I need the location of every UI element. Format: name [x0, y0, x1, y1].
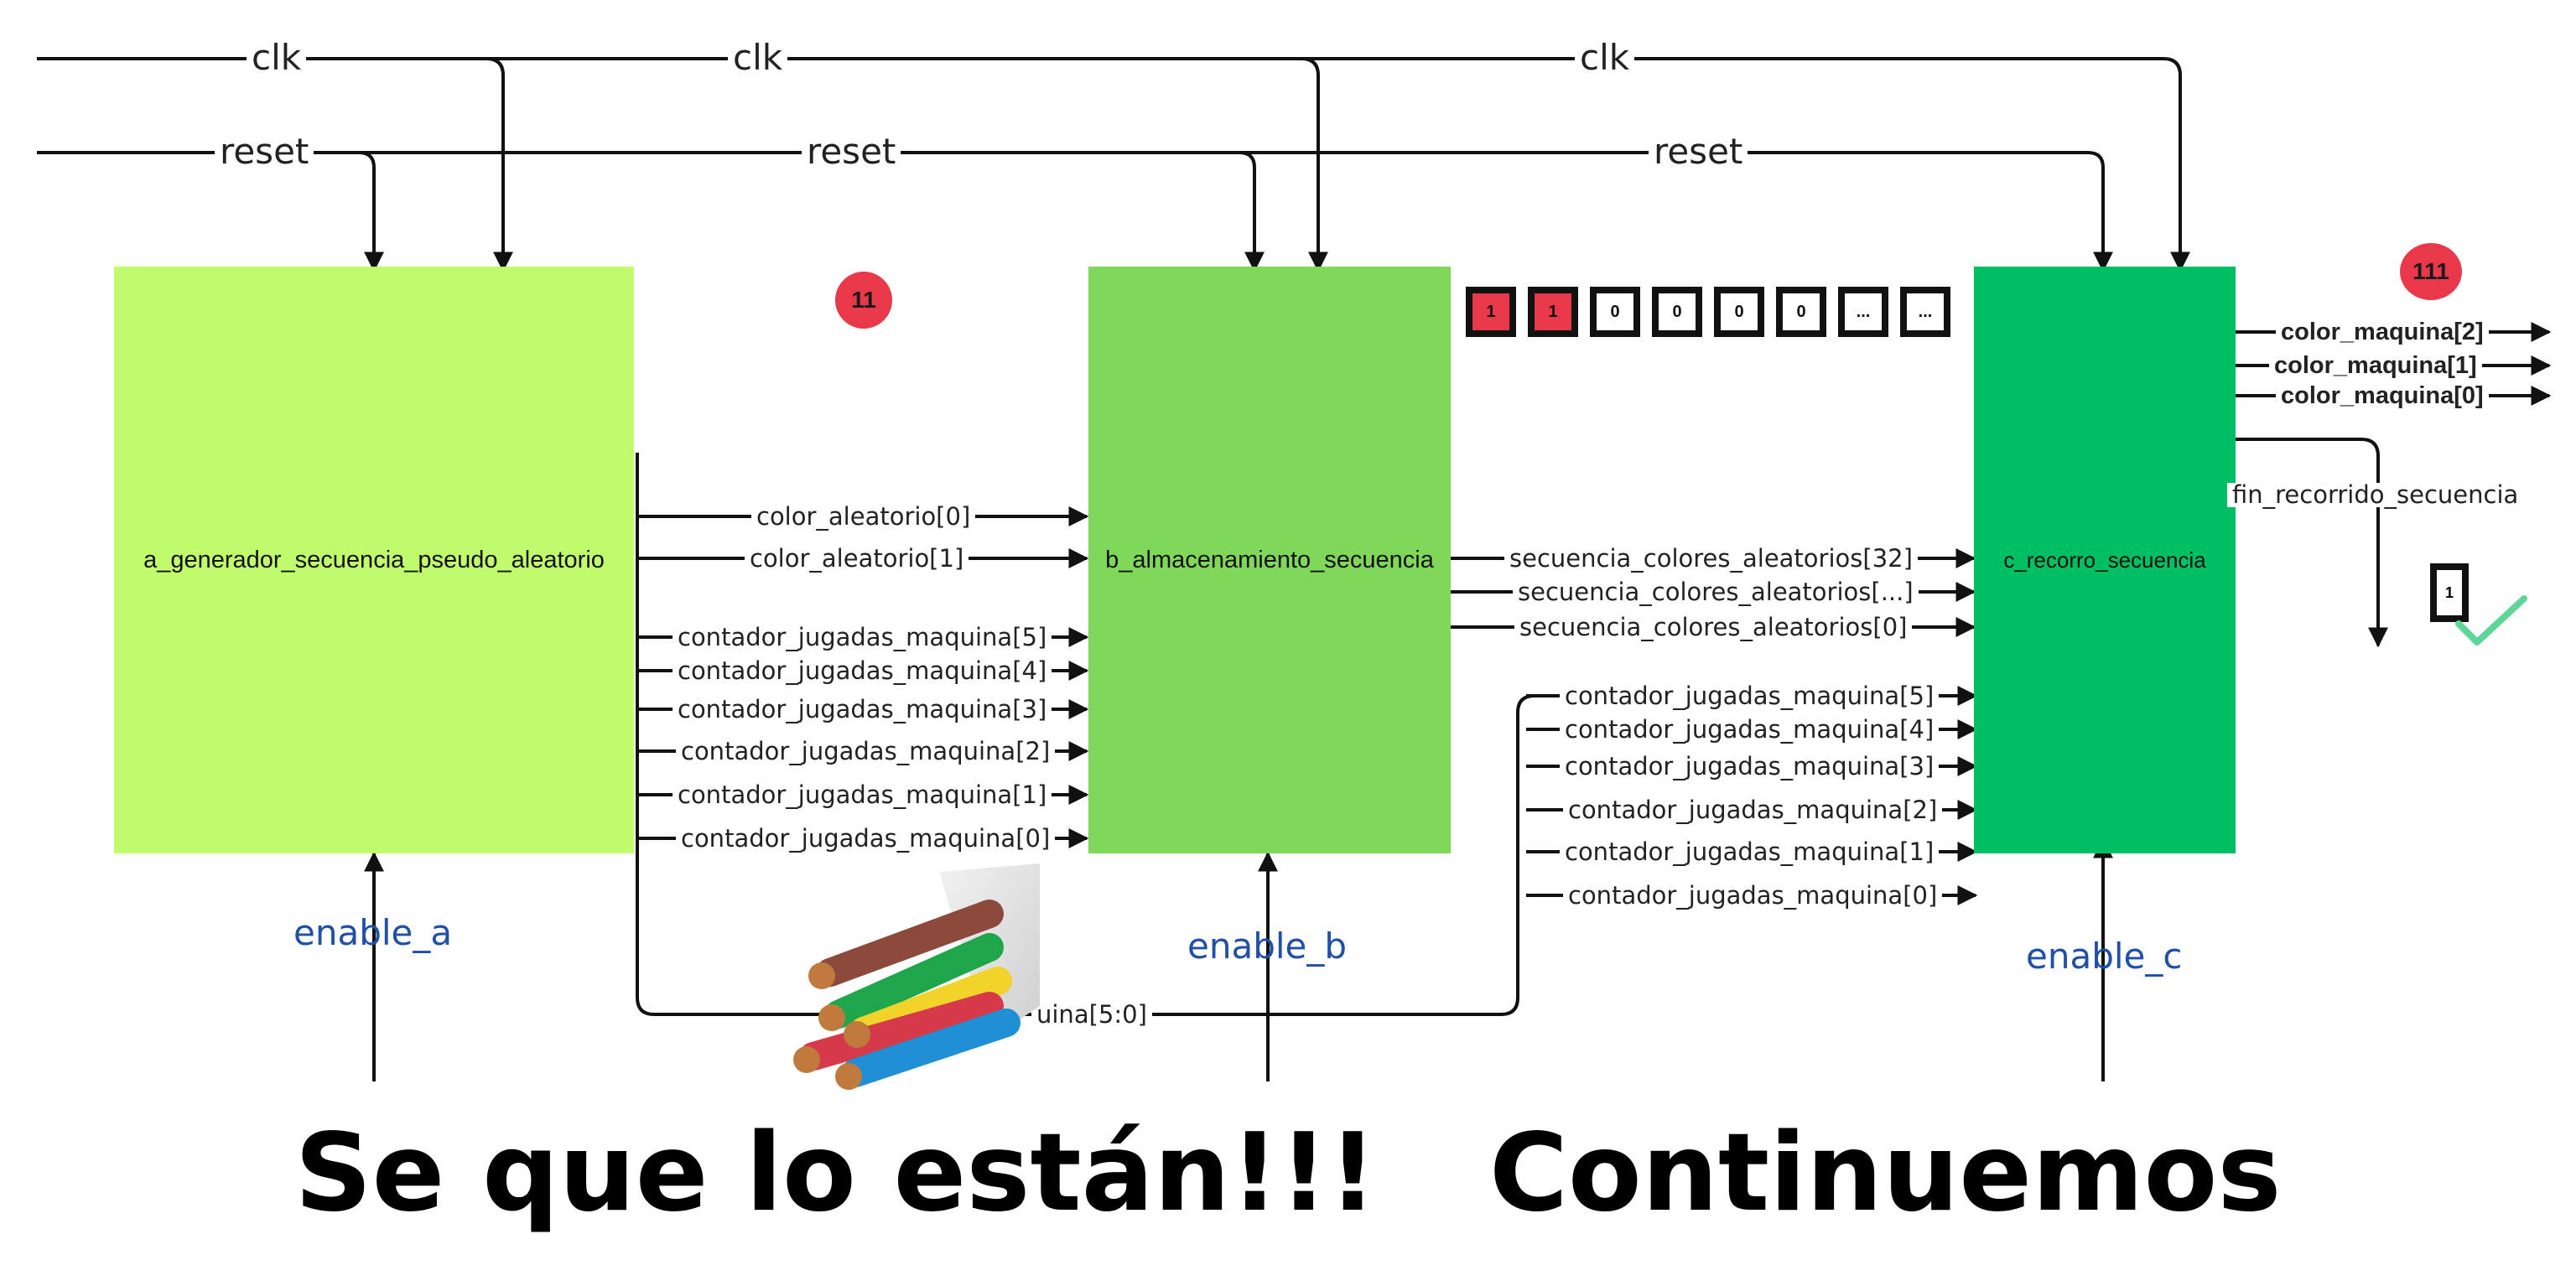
clk-label-2: clk — [728, 40, 788, 75]
reset-label-2: reset — [802, 134, 901, 169]
sig-contador-a-2: contador_jugadas_maquina[2] — [676, 739, 1056, 764]
clk-label-3: clk — [1575, 40, 1635, 75]
reset-drop-b — [1239, 151, 1265, 272]
sig-contador-a-1: contador_jugadas_maquina[1] — [673, 783, 1052, 807]
sequence-bit: 1 — [1466, 287, 1516, 337]
clk-label-1: clk — [247, 40, 307, 75]
block-c-label: c_recorro_secuencia — [2003, 547, 2206, 573]
out-color-0: color_maquina[0] — [2276, 384, 2489, 408]
reset-label-3: reset — [1649, 134, 1748, 169]
sequence-bit: 0 — [1652, 287, 1702, 337]
out-color-2: color_maquina[2] — [2276, 320, 2489, 345]
cable-photo — [793, 863, 1040, 1090]
sig-secuencia-0: secuencia_colores_aleatorios[0] — [1514, 615, 1913, 640]
sig-contador-c-3: contador_jugadas_maquina[3] — [1560, 754, 1940, 779]
clk-drop-b — [1301, 57, 1328, 272]
enable-a-label: enable_a — [293, 912, 453, 953]
sequence-bit: 1 — [1528, 287, 1578, 337]
badge-color-a: 11 — [835, 272, 892, 329]
sequence-bit: 0 — [1714, 287, 1764, 337]
block-a-generador: a_generador_secuencia_pseudo_aleatorio — [114, 267, 634, 853]
reset-label-1: reset — [215, 134, 314, 169]
badge-color-c: 111 — [2400, 243, 2462, 300]
sig-secuencia-32: secuencia_colores_aleatorios[32] — [1504, 547, 1918, 571]
enable-c-label: enable_c — [2026, 936, 2183, 977]
sig-color-0: color_aleatorio[0] — [751, 505, 976, 529]
sig-color-1: color_aleatorio[1] — [745, 547, 969, 571]
sequence-bit: ... — [1838, 287, 1888, 337]
reset-wire — [37, 151, 2113, 272]
sequence-bit: 0 — [1776, 287, 1826, 337]
block-c-recorro: c_recorro_secuencia — [1974, 267, 2236, 853]
caption-text: Se que lo están!!! Continuemos — [294, 1111, 2282, 1236]
bus-wire — [636, 453, 1535, 1016]
block-a-label: a_generador_secuencia_pseudo_aleatorio — [143, 546, 605, 573]
fin-recorrido-label: fin_recorrido_secuencia — [2227, 483, 2524, 507]
block-b-label: b_almacenamiento_secuencia — [1105, 546, 1434, 573]
sig-contador-c-2: contador_jugadas_maquina[2] — [1563, 798, 1943, 822]
clk-wire — [37, 57, 2190, 272]
enable-b-label: enable_b — [1187, 926, 1348, 967]
sig-contador-c-5: contador_jugadas_maquina[5] — [1560, 684, 1940, 708]
sig-contador-c-0: contador_jugadas_maquina[0] — [1563, 884, 1943, 908]
bus-label: uina[5:0] — [1031, 1003, 1152, 1027]
out-color-1: color_maquina[1] — [2269, 354, 2482, 378]
sig-contador-a-3: contador_jugadas_maquina[3] — [673, 697, 1052, 722]
block-b-almacenamiento: b_almacenamiento_secuencia — [1088, 267, 1451, 853]
fin-flag-bit: 1 — [2430, 563, 2469, 622]
sig-contador-a-5: contador_jugadas_maquina[5] — [673, 625, 1052, 650]
sig-contador-c-4: contador_jugadas_maquina[4] — [1560, 718, 1940, 742]
sig-contador-a-4: contador_jugadas_maquina[4] — [673, 659, 1052, 683]
sequence-bit: 0 — [1590, 287, 1640, 337]
sig-secuencia-mid: secuencia_colores_aleatorios[...] — [1513, 580, 1919, 604]
sig-contador-a-0: contador_jugadas_maquina[0] — [676, 827, 1056, 851]
reset-drop-a — [358, 151, 384, 272]
sequence-bit: ... — [1900, 287, 1950, 337]
sig-contador-c-1: contador_jugadas_maquina[1] — [1560, 840, 1940, 864]
check-icon — [2455, 595, 2527, 646]
clk-drop-a — [486, 57, 513, 272]
